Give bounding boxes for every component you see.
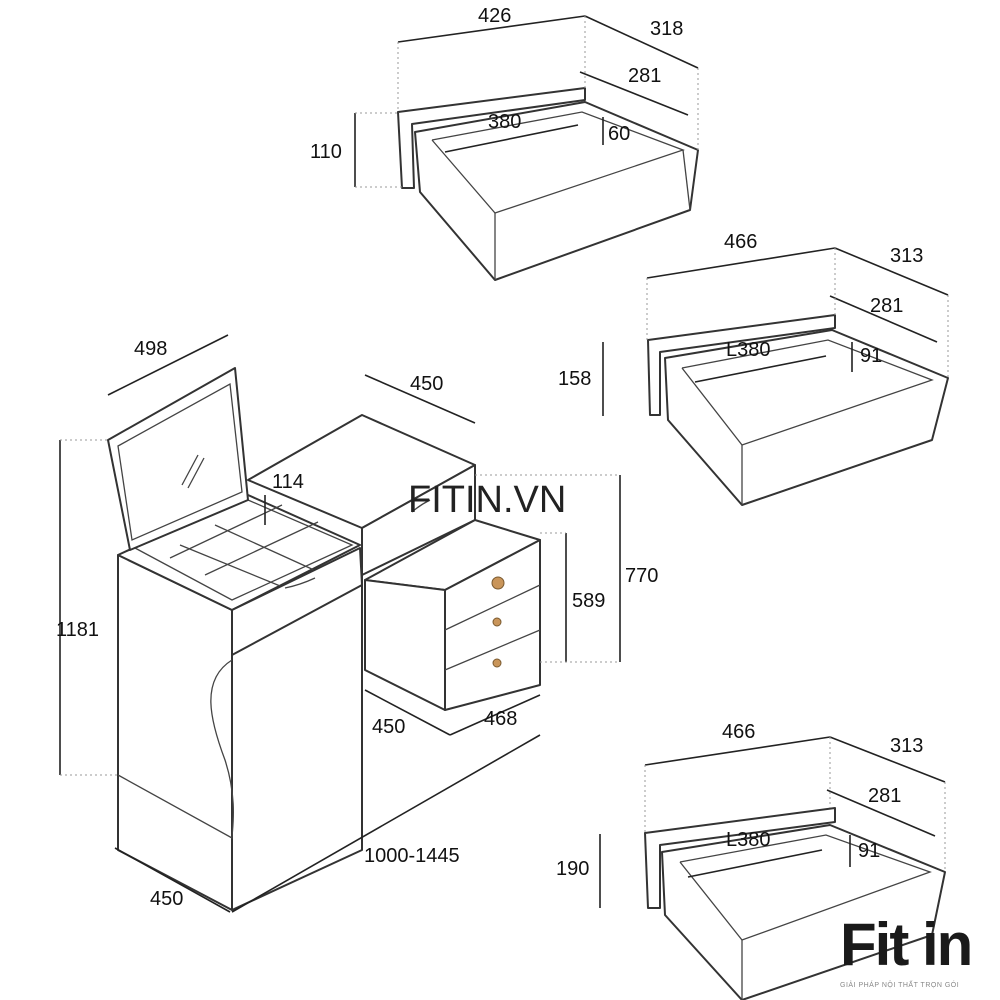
logo-wordmark: Fit in [840, 911, 973, 978]
desk-drawing [59, 334, 621, 913]
drawer-top-depth: 318 [650, 18, 683, 40]
desk-cabinet-height: 770 [625, 565, 658, 587]
drawer-top-drawing [354, 15, 699, 281]
drawer-middle-inner-length: L380 [726, 339, 771, 361]
desk-cabinet-width: 468 [484, 708, 517, 730]
desk-mirror-width: 498 [134, 338, 167, 360]
drawer-bottom-inner-height: 91 [858, 840, 880, 862]
watermark: FITIN.VN [408, 479, 567, 521]
desk-depth: 450 [150, 888, 183, 910]
desk-drawer-stack-height: 589 [572, 590, 605, 612]
drawer-bottom-inner-length: L380 [726, 829, 771, 851]
drawer-bottom-depth: 313 [890, 735, 923, 757]
drawer-bottom-inner-depth: 281 [868, 785, 901, 807]
drawer-top-height: 110 [310, 141, 342, 163]
brand-logo: Fit in GIẢI PHÁP NỘI THẤT TRỌN GÓI [840, 912, 990, 990]
desk-cabinet-depth: 450 [372, 716, 405, 738]
drawer-top-inner-depth: 281 [628, 65, 661, 87]
drawer-top-width: 426 [478, 5, 511, 27]
drawer-middle-width: 466 [724, 231, 757, 253]
desk-compartment-height: 114 [272, 471, 304, 493]
drawer-middle-depth: 313 [890, 245, 923, 267]
drawer-bottom-width: 466 [722, 721, 755, 743]
drawer-middle-inner-height: 91 [860, 345, 882, 367]
drawer-top-inner-length: 380 [488, 111, 521, 133]
drawer-middle-drawing [602, 247, 949, 506]
drawer-middle-inner-depth: 281 [870, 295, 903, 317]
logo-tagline: GIẢI PHÁP NỘI THẤT TRỌN GÓI [840, 982, 960, 989]
desk-length: 1000-1445 [364, 845, 460, 867]
desk-total-height: 1181 [56, 619, 99, 641]
drawer-bottom-drawing [599, 736, 946, 1000]
drawer-middle-height: 158 [558, 368, 591, 390]
drawer-top-inner-height: 60 [608, 123, 630, 145]
desk-top-depth: 450 [410, 373, 443, 395]
drawer-bottom-height: 190 [556, 858, 589, 880]
